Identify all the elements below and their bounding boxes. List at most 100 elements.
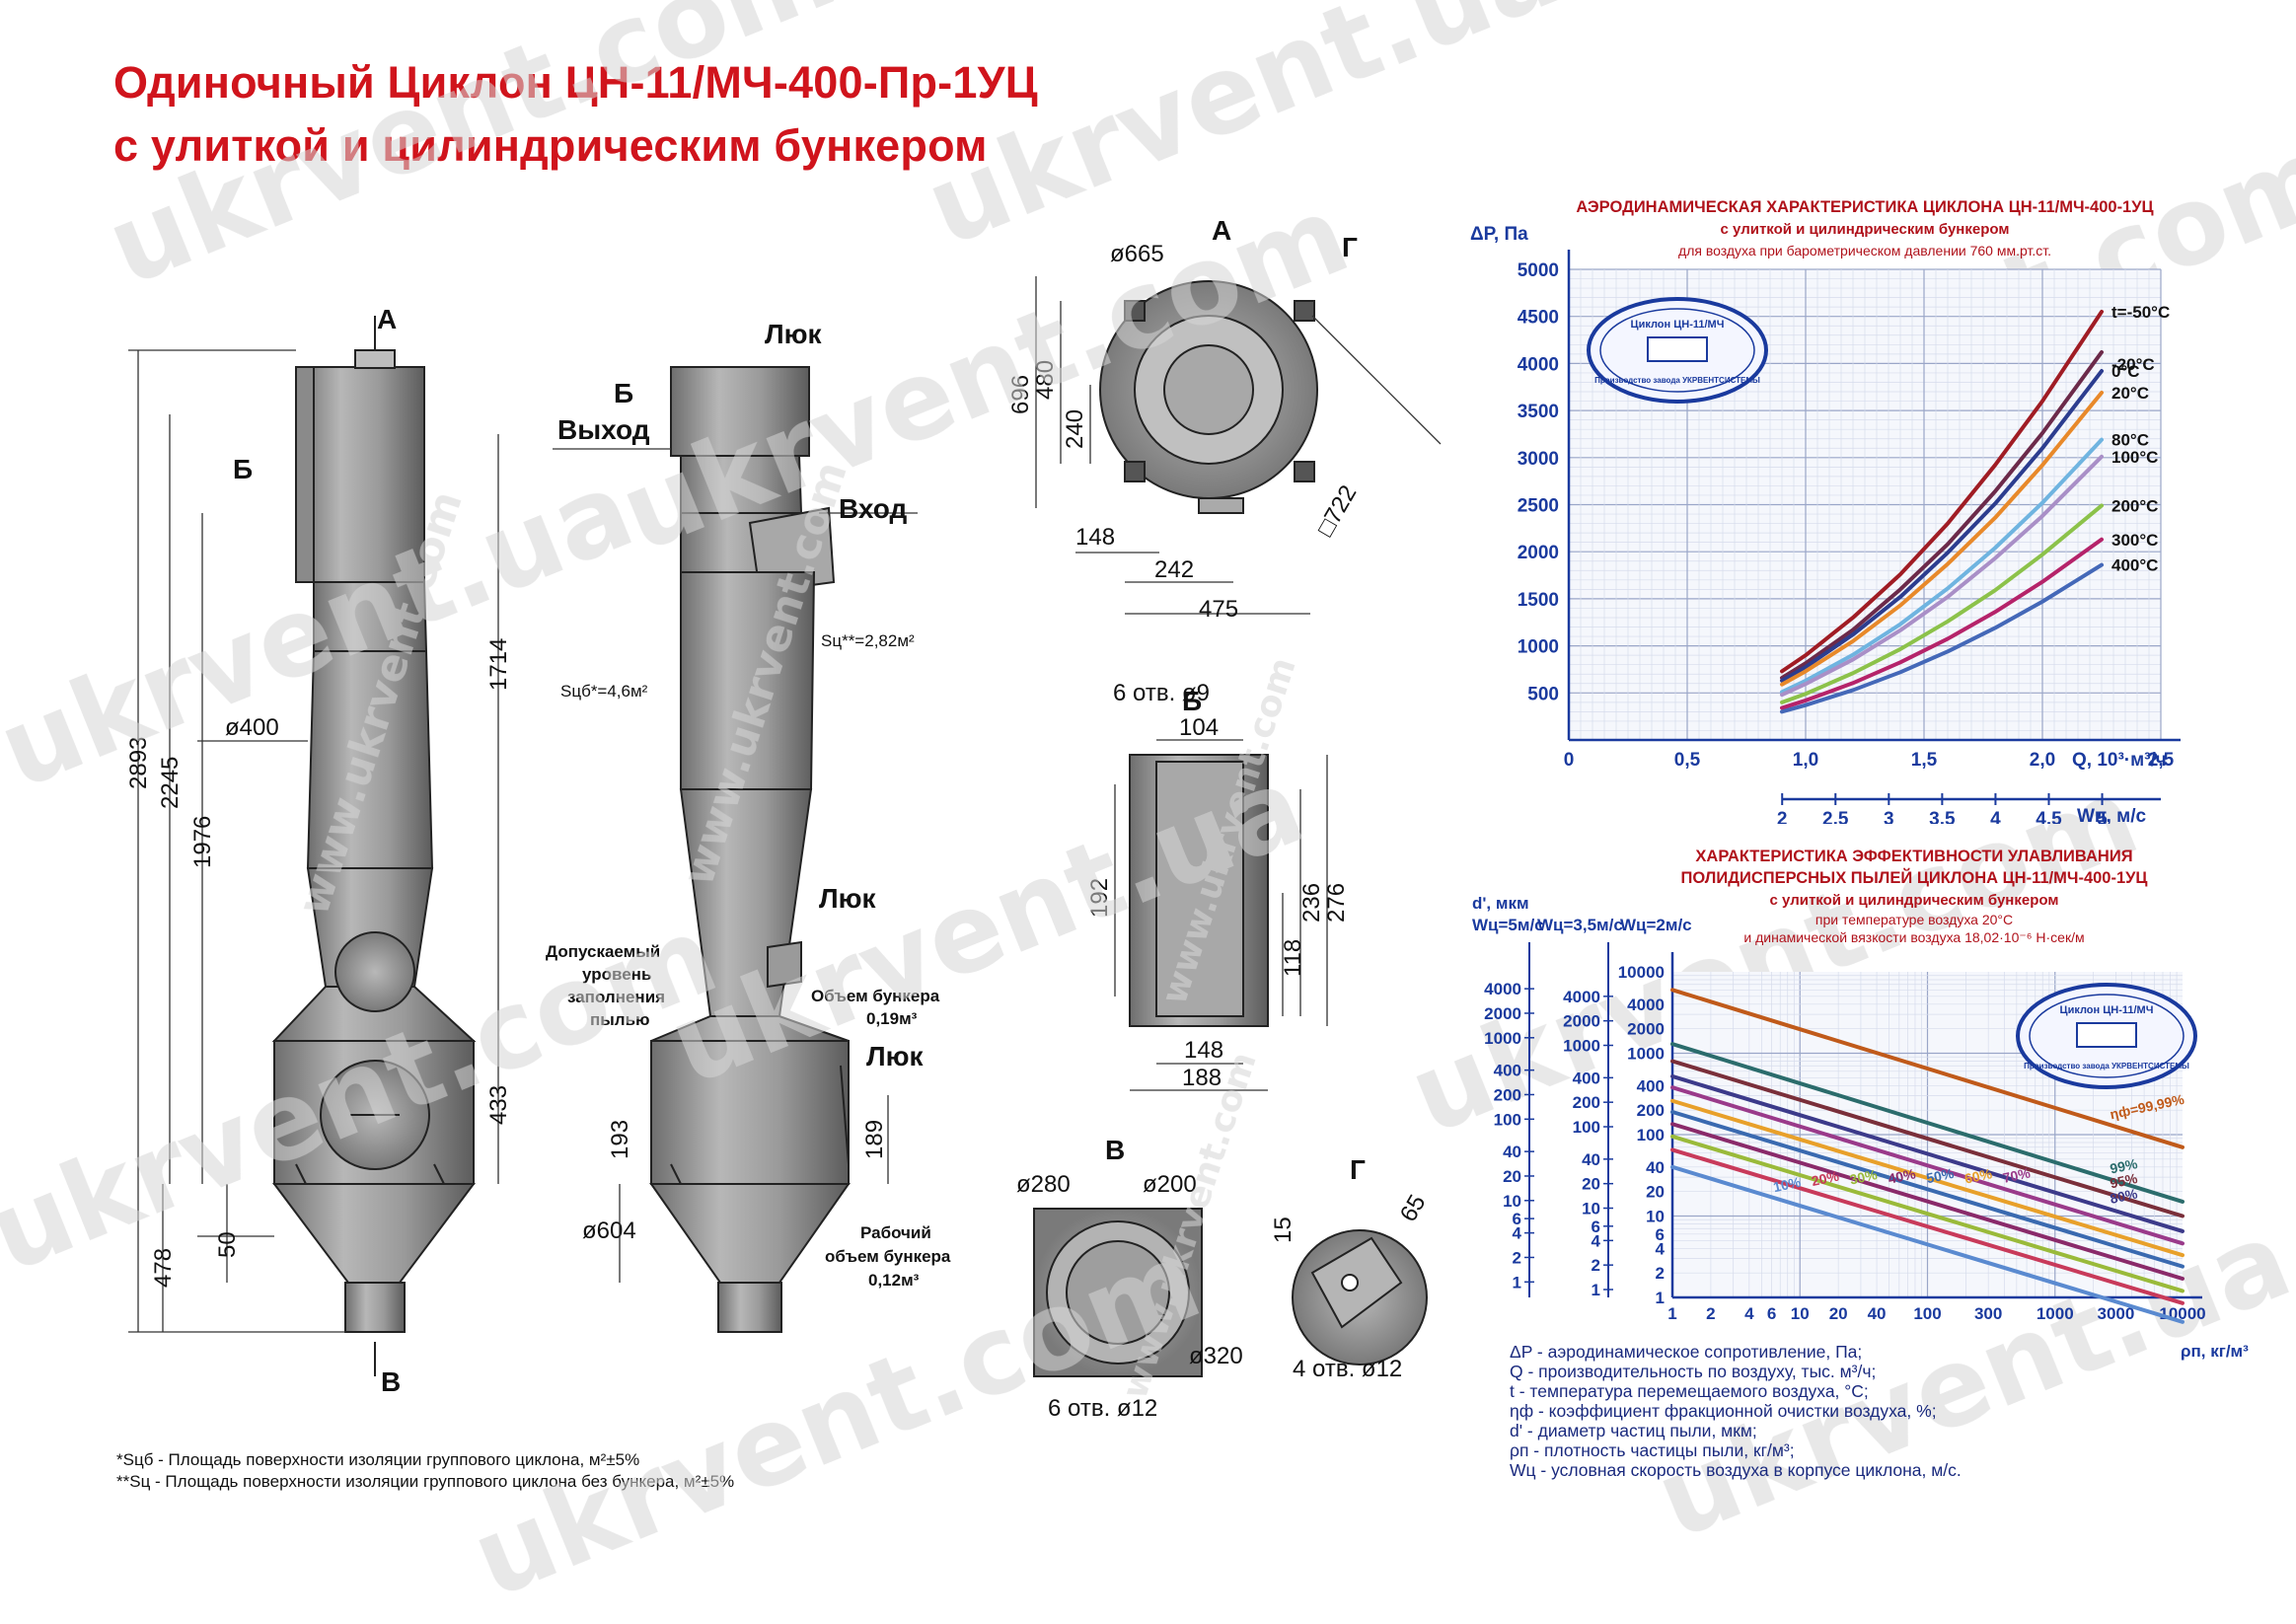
eff-x-tick: 4 bbox=[1744, 1304, 1754, 1323]
aero-series-line bbox=[1780, 369, 2104, 683]
dim-148-a: 148 bbox=[1075, 524, 1115, 551]
aero-series-line bbox=[1780, 349, 2104, 681]
aero-y-tick: 4000 bbox=[1518, 354, 1559, 375]
eff-x-tick: 1000 bbox=[2037, 1304, 2074, 1323]
eff-x-tick: 1 bbox=[1667, 1304, 1676, 1323]
dim-276: 276 bbox=[1323, 883, 1350, 923]
work-volume-line2: объем бункера bbox=[825, 1247, 951, 1266]
allowed-line1: Допускаемый bbox=[546, 942, 660, 961]
eff-chart-title: ХАРАКТЕРИСТИКА ЭФФЕКТИВНОСТИ УЛАВЛИВАНИЯ bbox=[1695, 848, 2132, 865]
front-exit-label: Выход bbox=[557, 414, 650, 445]
volume-line2: 0,19м³ bbox=[866, 1009, 918, 1028]
eff-y-tick: 40 bbox=[1646, 1158, 1665, 1177]
legend-line-5: ρп - плотность частицы пыли, кг/м³; bbox=[1510, 1440, 1795, 1460]
eff-series-label: 50% bbox=[1925, 1165, 1956, 1187]
dim-1714: 1714 bbox=[485, 638, 512, 691]
eff-side-tick: 1 bbox=[1592, 1281, 1600, 1299]
eff-side-tick: 10 bbox=[1582, 1200, 1600, 1218]
dia-665: ø665 bbox=[1110, 241, 1164, 267]
dim-192: 192 bbox=[1086, 878, 1113, 918]
eff-side-tick: 400 bbox=[1573, 1069, 1600, 1087]
eff-y-tick: 4 bbox=[1656, 1239, 1666, 1258]
aero-y-tick: 1500 bbox=[1518, 590, 1559, 611]
dim-193: 193 bbox=[607, 1120, 633, 1159]
front-view-dimensions bbox=[553, 448, 918, 1283]
aero-x-tick: 0,5 bbox=[1674, 750, 1701, 771]
eff-side-tick: 400 bbox=[1494, 1062, 1521, 1080]
eff-side-tick: 2000 bbox=[1484, 1004, 1521, 1023]
side-label-v: В bbox=[381, 1366, 401, 1397]
eff-series-line bbox=[1670, 1110, 2185, 1269]
eff-side-tick: 2000 bbox=[1563, 1012, 1600, 1031]
legend-line-3: ηф - коэффициент фракционной очистки воз… bbox=[1510, 1401, 1937, 1421]
eff-chart-subtitle2: с улиткой и цилиндрическим бункером bbox=[1770, 892, 2059, 909]
eff-x-tick: 2 bbox=[1706, 1304, 1715, 1323]
view-b-holes: 6 отв. ø9 bbox=[1113, 680, 1210, 706]
front-area-scb: Sцб*=4,6м² bbox=[560, 682, 648, 701]
dim-1976: 1976 bbox=[189, 816, 216, 868]
eff-chart-ylabel-w2: Wц=3,5м/с bbox=[1537, 916, 1623, 934]
aero-x2-tick: 4,5 bbox=[2036, 809, 2062, 824]
eff-series-label: 40% bbox=[1887, 1165, 1917, 1187]
aero-chart-title: АЭРОДИНАМИЧЕСКАЯ ХАРАКТЕРИСТИКА ЦИКЛОНА … bbox=[1576, 198, 2153, 216]
eff-series-line bbox=[1670, 1134, 2185, 1293]
eff-y-tick: 10 bbox=[1646, 1208, 1665, 1226]
aero-chart: АЭРОДИНАМИЧЕСКАЯ ХАРАКТЕРИСТИКА ЦИКЛОНА … bbox=[1470, 198, 2181, 824]
aero-chart-xlabel: Q, 10³·м³/ч bbox=[2072, 750, 2167, 771]
eff-chart-ylabel: d', мкм bbox=[1472, 894, 1529, 913]
eff-y-tick: 2000 bbox=[1627, 1020, 1665, 1039]
allowed-line4: пылью bbox=[590, 1010, 650, 1029]
view-g-holes: 4 отв. ø12 bbox=[1293, 1356, 1402, 1382]
aero-series-line bbox=[1780, 562, 2104, 714]
logo-2-top: Циклон ЦН-11/МЧ bbox=[2060, 1004, 2154, 1016]
front-hatch-label: Люк bbox=[765, 319, 823, 349]
aero-series-line bbox=[1780, 390, 2104, 687]
eff-series-line bbox=[1670, 1098, 2185, 1258]
aero-x-tick: 1,5 bbox=[1911, 750, 1938, 771]
eff-series-line bbox=[1670, 988, 2185, 1149]
eff-series-label: 20% bbox=[1810, 1168, 1840, 1190]
aero-series-label: 80°C bbox=[2111, 431, 2149, 450]
eff-side-tick: 20 bbox=[1582, 1175, 1600, 1194]
footnote-1: *Sцб - Площадь поверхности изоляции груп… bbox=[116, 1450, 639, 1469]
chart-legend: ΔP - аэродинамическое сопротивление, Па;… bbox=[1510, 1342, 1962, 1480]
eff-x-tick: 20 bbox=[1829, 1304, 1848, 1323]
eff-side-tick: 4000 bbox=[1563, 988, 1600, 1006]
dim-480: 480 bbox=[1032, 360, 1059, 400]
legend-line-4: d' - диаметр частиц пыли, мкм; bbox=[1510, 1421, 1757, 1440]
eff-side-tick: 100 bbox=[1573, 1118, 1600, 1137]
legend-line-2: t - температура перемещаемого воздуха, °… bbox=[1510, 1381, 1869, 1401]
eff-side-tick: 4 bbox=[1513, 1224, 1522, 1243]
eff-y-tick: 1000 bbox=[1627, 1045, 1665, 1064]
aero-x2-tick: 4 bbox=[1990, 809, 2001, 824]
eff-x-tick: 100 bbox=[1913, 1304, 1941, 1323]
eff-y-tick: 6 bbox=[1656, 1225, 1665, 1244]
dim-478: 478 bbox=[150, 1248, 177, 1288]
allowed-line2: уровень bbox=[582, 965, 651, 984]
aero-x-tick: 1,0 bbox=[1793, 750, 1818, 771]
view-v-label: В bbox=[1105, 1135, 1125, 1165]
footnote-2: **Sц - Площадь поверхности изоляции груп… bbox=[116, 1472, 734, 1491]
eff-chart-ylabel-w3: Wц=2м/с bbox=[1620, 916, 1692, 934]
eff-y-tick: 10000 bbox=[1618, 963, 1665, 982]
allowed-line3: заполнения bbox=[567, 988, 665, 1006]
eff-side-tick: 2 bbox=[1592, 1256, 1600, 1275]
dim-65: 65 bbox=[1395, 1190, 1432, 1226]
eff-y-tick: 400 bbox=[1637, 1076, 1665, 1095]
side-view-dimensions bbox=[128, 349, 499, 1333]
eff-side-tick: 10 bbox=[1503, 1192, 1521, 1211]
view-a-dimensions bbox=[1035, 276, 1442, 615]
dim-475: 475 bbox=[1199, 596, 1238, 623]
aero-x-tick: 2,5 bbox=[2148, 750, 2175, 771]
aero-x-tick: 0 bbox=[1564, 750, 1575, 771]
aero-y-tick: 2500 bbox=[1518, 496, 1559, 517]
eff-side-tick: 2 bbox=[1513, 1248, 1521, 1267]
dim-104: 104 bbox=[1179, 714, 1219, 741]
aero-x-tick: 2,0 bbox=[2030, 750, 2055, 771]
aero-y-tick: 3000 bbox=[1518, 449, 1559, 470]
eff-chart-ylabel-w1: Wц=5м/с bbox=[1472, 916, 1544, 934]
dia-604: ø604 bbox=[582, 1218, 636, 1244]
aero-y-tick: 5000 bbox=[1518, 260, 1559, 281]
eff-side-tick: 4 bbox=[1592, 1231, 1601, 1250]
eff-x-tick: 300 bbox=[1974, 1304, 2002, 1323]
